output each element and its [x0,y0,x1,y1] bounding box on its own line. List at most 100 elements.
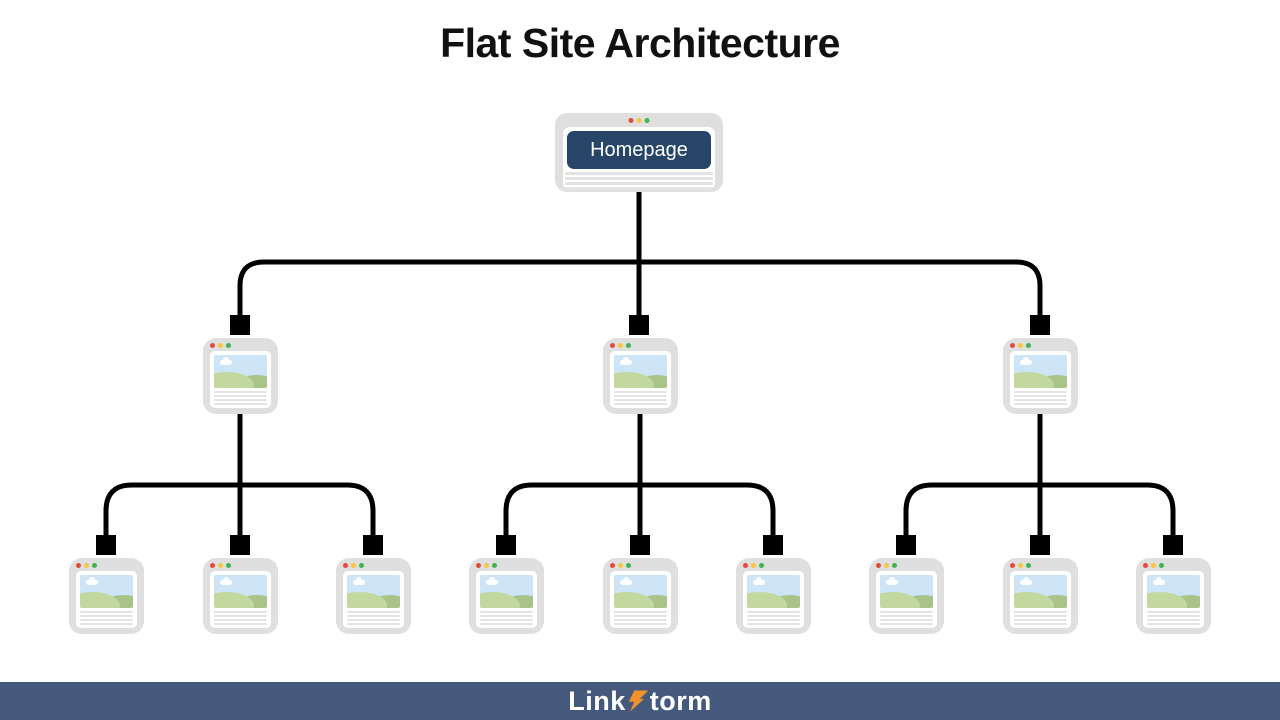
yellow-dot-icon [750,563,756,568]
leaf-page-node [735,558,811,634]
green-dot-icon [225,343,231,348]
page-window-body [209,571,271,628]
leaf-page-node [868,558,944,634]
image-placeholder [746,575,800,608]
category-page-node [202,338,278,414]
text-line-placeholder [565,182,713,185]
yellow-dot-icon [83,563,89,568]
window-controls [475,563,497,568]
leaf-page-node [1135,558,1211,634]
text-line-placeholders [563,172,715,190]
window-controls [875,563,897,568]
text-line-placeholder [1013,391,1067,393]
text-line-placeholder [79,615,133,617]
page-window-body [1142,571,1204,628]
cloud-icon [885,577,898,585]
text-line-placeholder [613,403,667,405]
text-line-placeholder [346,615,400,617]
cloud-icon [752,577,765,585]
text-line-placeholder [79,623,133,625]
page-window-body [609,351,671,408]
text-line-placeholder [746,623,800,625]
text-line-placeholder [213,403,267,405]
text-line-placeholder [213,615,267,617]
red-dot-icon [609,563,615,568]
text-line-placeholder [79,611,133,613]
yellow-dot-icon [217,343,223,348]
text-line-placeholder [1013,399,1067,401]
green-dot-icon [758,563,764,568]
cloud-icon [219,577,232,585]
image-placeholder [479,575,533,608]
image-placeholder [213,355,267,388]
yellow-dot-icon [1150,563,1156,568]
page-window-body [209,351,271,408]
window-controls [1009,563,1031,568]
leaf-page-node [68,558,144,634]
window-controls [742,563,764,568]
red-dot-icon [475,563,481,568]
window-controls [75,563,97,568]
cloud-icon [219,357,232,365]
hill-shape [879,592,920,608]
hill-shape [1146,592,1187,608]
cloud-icon [1152,577,1165,585]
red-dot-icon [875,563,881,568]
red-dot-icon [1009,343,1015,348]
text-line-placeholder [613,611,667,613]
text-line-placeholders [1010,391,1071,405]
text-line-placeholder [346,623,400,625]
yellow-dot-icon [1017,563,1023,568]
yellow-dot-icon [636,118,642,123]
page-window-body [1009,571,1071,628]
image-placeholder [1013,355,1067,388]
yellow-dot-icon [617,343,623,348]
red-dot-icon [342,563,348,568]
page-window-body [742,571,804,628]
green-dot-icon [225,563,231,568]
text-line-placeholder [746,615,800,617]
category-page-node [602,338,678,414]
brand-prefix: Link [568,685,626,716]
text-line-placeholders [210,391,271,405]
text-line-placeholder [79,619,133,621]
image-placeholder [613,575,667,608]
text-line-placeholder [479,619,533,621]
text-line-placeholder [613,623,667,625]
red-dot-icon [209,563,215,568]
hill-shape [346,592,387,608]
hill-shape [213,372,254,388]
text-line-placeholder [613,391,667,393]
page-window-body [475,571,537,628]
lightning-bolt-icon [628,690,649,712]
red-dot-icon [742,563,748,568]
hill-shape [1013,592,1054,608]
footer-bar: Link torm [0,682,1280,720]
homepage-node: Homepage [555,113,723,192]
leaf-page-node [1002,558,1078,634]
image-placeholder [1146,575,1200,608]
text-line-placeholder [346,619,400,621]
text-line-placeholder [1013,619,1067,621]
green-dot-icon [1158,563,1164,568]
cloud-icon [619,357,632,365]
cloud-icon [352,577,365,585]
text-line-placeholder [213,391,267,393]
text-line-placeholder [213,611,267,613]
green-dot-icon [358,563,364,568]
brand-suffix: torm [649,685,712,716]
hill-shape [613,592,654,608]
hill-shape [79,592,120,608]
arrow-connector [240,482,373,549]
text-line-placeholder [879,623,933,625]
homepage-label: Homepage [567,131,711,169]
cloud-icon [1019,357,1032,365]
window-controls [209,563,231,568]
text-line-placeholders [343,611,404,625]
window-controls [342,563,364,568]
text-line-placeholders [610,391,671,405]
arrow-connector [106,482,240,549]
arrow-connector [640,482,773,549]
